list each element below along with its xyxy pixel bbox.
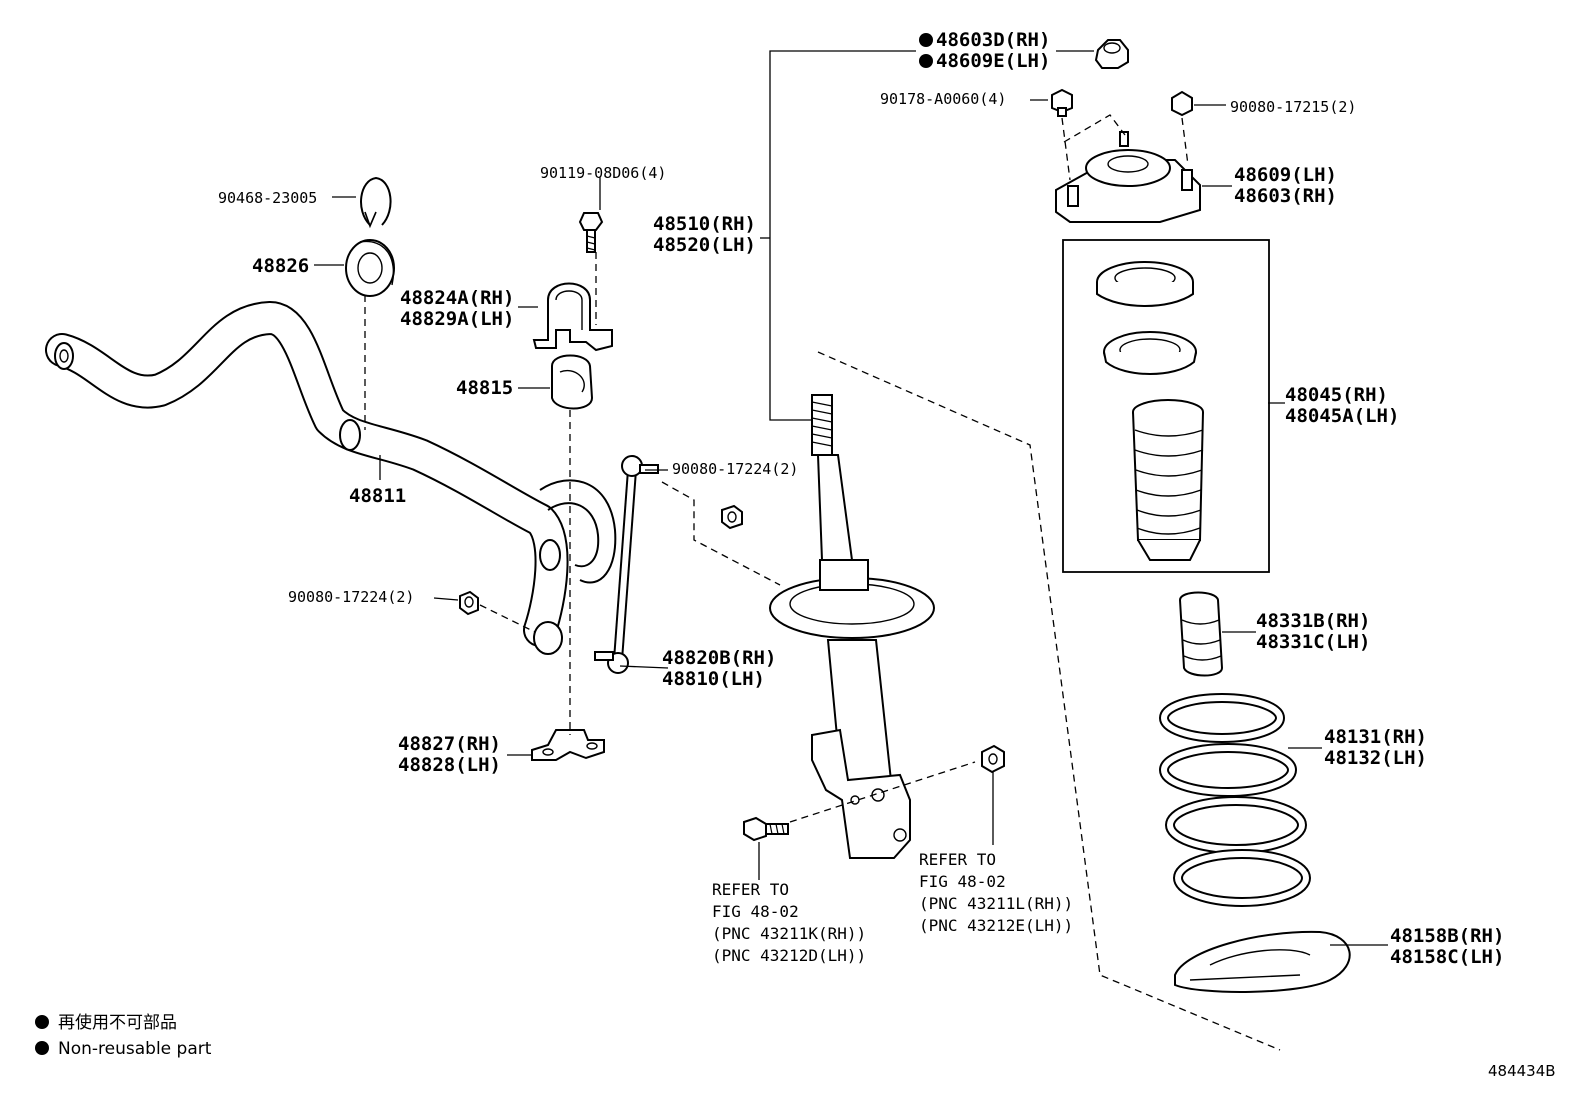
reference-line: (PNC 43211K(RH)) (712, 924, 866, 943)
label-90080-17224-stabilizer: 90080-17224(2) (288, 588, 414, 606)
mount-nut-part (1051, 88, 1073, 117)
label-90468-23005: 90468-23005 (218, 189, 317, 207)
mount-nut-part (1171, 90, 1193, 117)
shock-absorber-part (769, 394, 935, 859)
figure-id: 484434B (1488, 1062, 1556, 1080)
label-48810: 48810(LH) (662, 668, 765, 690)
legend-bullet-icon (35, 1041, 49, 1055)
label-90178-a0060: 90178-A0060(4) (880, 90, 1006, 108)
stabilizer-link-part (594, 455, 659, 674)
label-48158b: 48158B(RH) (1390, 925, 1504, 947)
strut-bolt-part (743, 816, 789, 842)
label-48158c: 48158C(LH) (1390, 946, 1504, 968)
bearing-part (1096, 261, 1194, 307)
label-48132: 48132(LH) (1324, 747, 1427, 769)
bump-stop-part (1178, 591, 1224, 677)
stabilizer-nut-part (459, 590, 479, 616)
non-reusable-marker (919, 33, 933, 47)
label-90080-17224-link: 90080-17224(2) (672, 460, 798, 478)
reference-line: FIG 48-02 (712, 902, 799, 921)
label-48603: 48603(RH) (1234, 185, 1337, 207)
legend-english: Non-reusable part (58, 1039, 212, 1059)
washer-part (345, 239, 395, 297)
reference-line: (PNC 43211L(RH)) (919, 894, 1073, 913)
reference-note-right: REFER TO FIG 48-02 (PNC 43211L(RH)) (PNC… (919, 850, 1073, 935)
dashed-guides (364, 114, 1281, 1051)
label-48829a: 48829A(LH) (400, 308, 514, 330)
label-48131: 48131(RH) (1324, 726, 1427, 748)
non-reusable-marker (919, 54, 933, 68)
legend-bullet-icon (35, 1015, 49, 1029)
lower-insulator-part (1174, 930, 1351, 993)
coil-spring-part (1159, 693, 1311, 907)
label-48828: 48828(LH) (398, 754, 501, 776)
top-nut-part (1094, 39, 1129, 69)
lower-bracket-part (531, 729, 605, 761)
stabilizer-bar (45, 301, 617, 655)
label-48609: 48609(LH) (1234, 164, 1337, 186)
stabilizer-bushing-part (551, 354, 594, 410)
label-48815: 48815 (456, 377, 513, 399)
bolt-part (578, 212, 604, 253)
assembly-box (1062, 239, 1270, 573)
label-48045: 48045(RH) (1285, 384, 1388, 406)
legend-japanese: 再使用不可部品 (58, 1012, 177, 1033)
label-48603d: 48603D(RH) (936, 29, 1050, 51)
label-48824a: 48824A(RH) (400, 287, 514, 309)
label-48826: 48826 (252, 255, 309, 277)
label-48045a: 48045A(LH) (1285, 405, 1399, 427)
leader-lines (314, 50, 1388, 946)
reference-line: REFER TO (919, 850, 996, 869)
reference-note-left: REFER TO FIG 48-02 (PNC 43211K(RH)) (PNC… (712, 880, 866, 965)
bushing-bracket-part (532, 282, 613, 352)
reference-line: (PNC 43212D(LH)) (712, 946, 866, 965)
label-48827: 48827(RH) (398, 733, 501, 755)
label-90119-08d06: 90119-08D06(4) (540, 164, 666, 182)
reference-line: (PNC 43212E(LH)) (919, 916, 1073, 935)
label-48510: 48510(RH) (653, 213, 756, 235)
strut-mount-part (1055, 131, 1201, 223)
legend: 再使用不可部品 Non-reusable part (35, 1012, 212, 1059)
clip-part (360, 176, 392, 229)
strut-nut-part (981, 744, 1005, 774)
label-90080-17215: 90080-17215(2) (1230, 98, 1356, 116)
label-48811: 48811 (349, 485, 406, 507)
label-48520: 48520(LH) (653, 234, 756, 256)
label-48331b: 48331B(RH) (1256, 610, 1370, 632)
reference-line: REFER TO (712, 880, 789, 899)
reference-line: FIG 48-02 (919, 872, 1006, 891)
link-nut-part (721, 504, 743, 530)
label-48331c: 48331C(LH) (1256, 631, 1370, 653)
label-48609e: 48609E(LH) (936, 50, 1050, 72)
spring-seat-part (1103, 331, 1197, 375)
dust-boot-part (1132, 399, 1204, 561)
label-48820b: 48820B(RH) (662, 647, 776, 669)
